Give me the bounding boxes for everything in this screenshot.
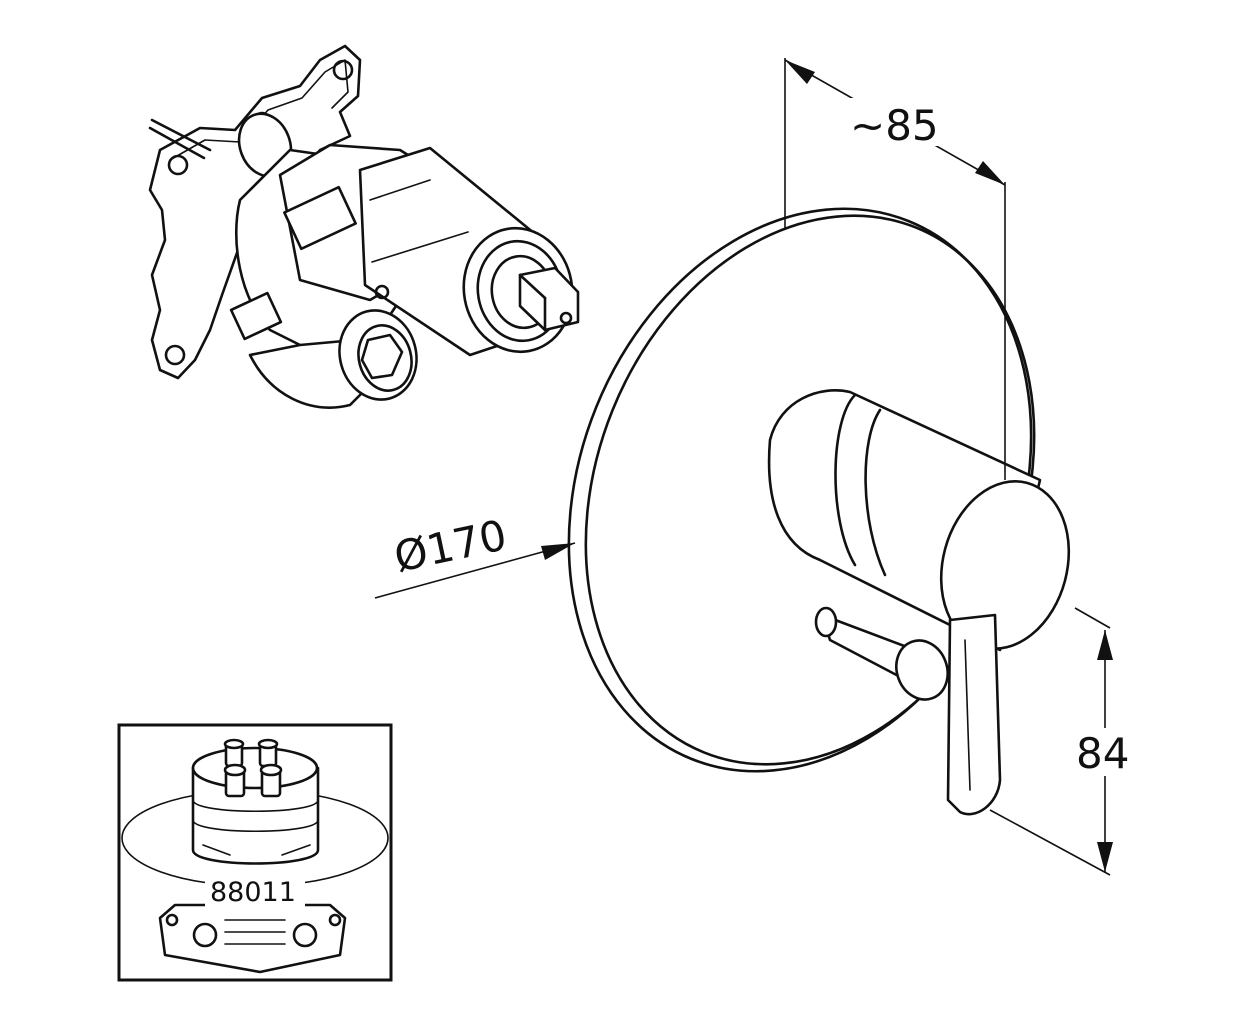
handle-ring xyxy=(864,408,887,577)
inset-base-hole xyxy=(165,913,179,927)
dimension-depth: ~85 xyxy=(784,58,1006,480)
inset-base xyxy=(158,903,347,974)
extension-line xyxy=(989,809,1111,876)
label-mask xyxy=(842,98,947,146)
trim-assembly xyxy=(567,207,1071,816)
inset-box: 88011 xyxy=(117,723,393,982)
dimension-height: 84 xyxy=(989,607,1138,876)
height-label: 84 xyxy=(1076,729,1129,778)
flange-hole xyxy=(164,344,186,366)
arrowhead xyxy=(785,60,815,84)
part-number-label: 88011 xyxy=(210,877,296,908)
spindle-hole xyxy=(559,311,573,325)
diverter-tip xyxy=(814,606,838,638)
leader-line xyxy=(374,542,576,599)
flange-hole xyxy=(332,59,354,81)
inset-knob-top xyxy=(223,738,245,750)
handle-ring xyxy=(834,393,857,567)
inset-base-port xyxy=(192,922,218,948)
lever-edge xyxy=(964,639,971,791)
inset-label-mark xyxy=(202,844,231,856)
inset-cartridge-top xyxy=(191,746,319,790)
inset-cartridge-band xyxy=(192,819,319,832)
flange-hole xyxy=(167,154,189,176)
arrowhead xyxy=(1097,842,1113,872)
inset-cartridge xyxy=(191,766,320,865)
lever xyxy=(946,613,1002,816)
clamp-block xyxy=(283,185,357,251)
flange-inner-edge xyxy=(169,59,349,161)
arrowhead xyxy=(541,543,575,560)
inset-knob-top xyxy=(259,763,283,777)
clamp-block xyxy=(229,291,283,341)
inset-base-port xyxy=(292,922,318,948)
inset-base-hole xyxy=(328,913,342,927)
top-pin-edge xyxy=(148,126,206,160)
part-label-mask xyxy=(205,875,305,907)
outlet-hex xyxy=(360,333,404,380)
dimension-diameter: Ø170 xyxy=(374,510,576,599)
arrowhead xyxy=(975,161,1005,185)
cartridge-hole xyxy=(374,284,390,300)
top-pin xyxy=(150,118,212,152)
inset-cartridge-band xyxy=(192,799,319,812)
depth-label: ~85 xyxy=(850,101,939,150)
spindle-edge xyxy=(518,273,547,300)
inset-knob-top xyxy=(223,763,247,777)
inset-knobs xyxy=(223,738,283,798)
arrowhead xyxy=(1097,630,1113,660)
inset-label-mark xyxy=(281,844,311,856)
diameter-label: Ø170 xyxy=(390,510,511,581)
label-mask xyxy=(1072,728,1138,776)
diverter-knob xyxy=(895,639,949,701)
extension-line xyxy=(1074,607,1111,629)
cartridge-line xyxy=(369,179,431,201)
rough-in-valve-body xyxy=(148,44,580,409)
inset-knob-top xyxy=(257,738,279,750)
cartridge-line xyxy=(371,231,469,263)
outlet-nut-face xyxy=(357,324,413,392)
